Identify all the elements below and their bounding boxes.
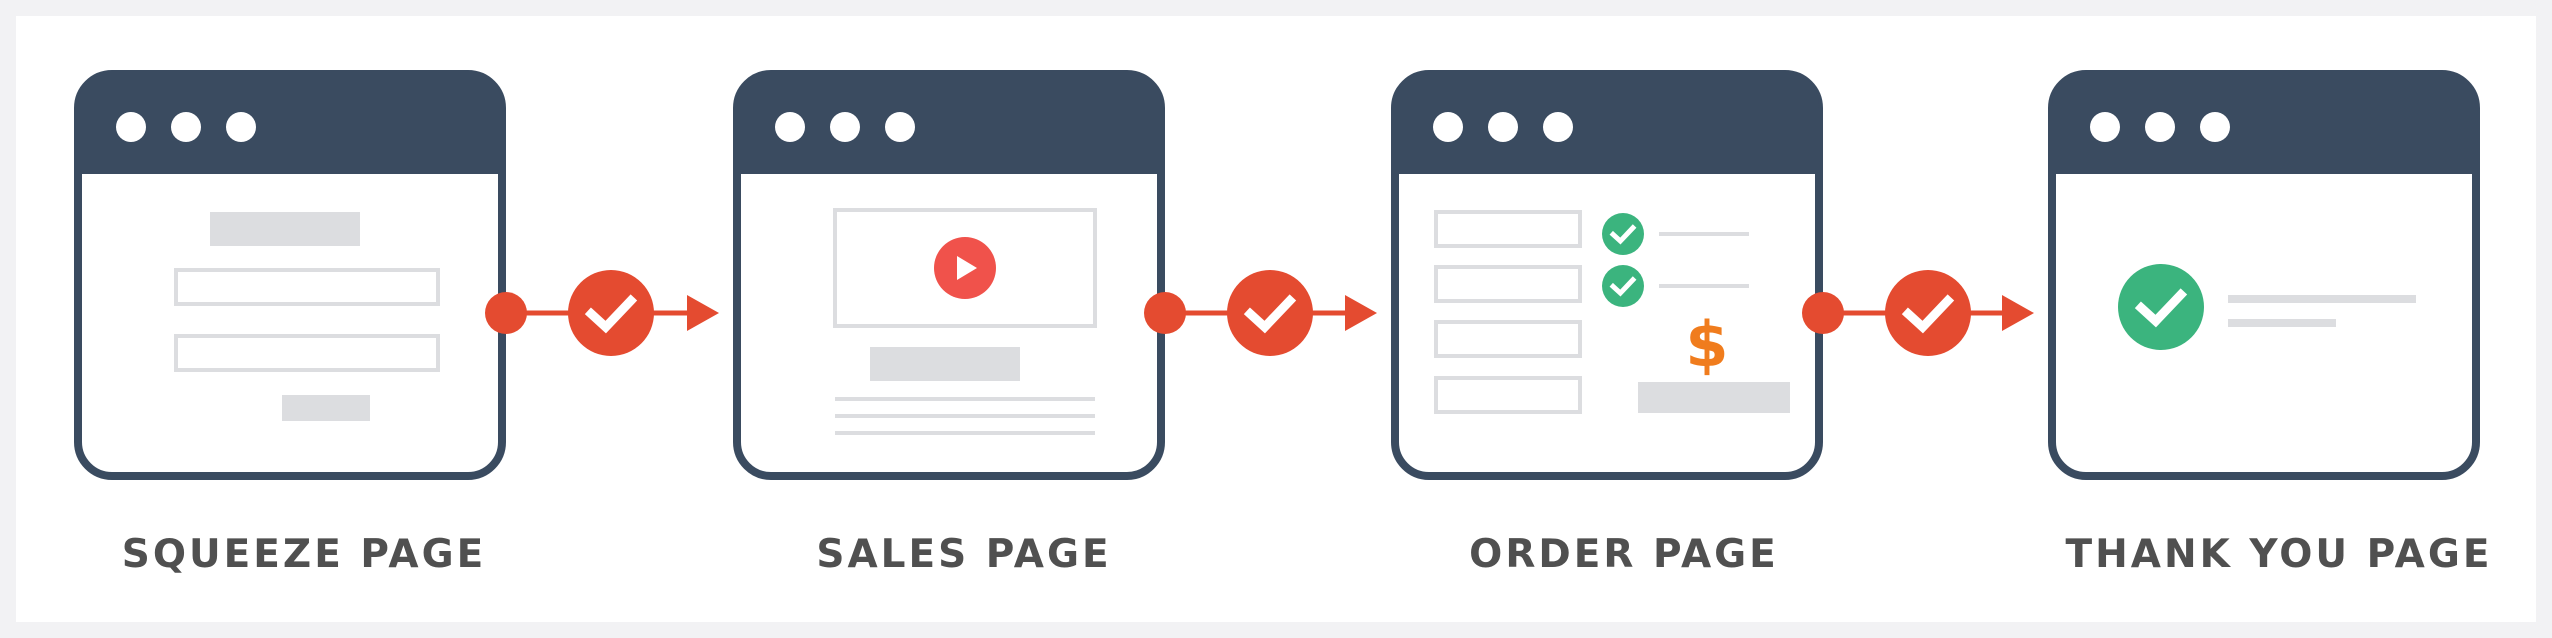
window-dot-icon bbox=[1543, 112, 1573, 142]
check-mark bbox=[1901, 294, 1955, 334]
check-mark bbox=[1243, 294, 1297, 334]
input-placeholder bbox=[174, 268, 440, 306]
check-icon bbox=[1602, 265, 1644, 307]
submit-button-placeholder bbox=[282, 395, 370, 421]
input-placeholder bbox=[174, 334, 440, 372]
check-icon bbox=[2118, 264, 2204, 350]
window-dot-icon bbox=[830, 112, 860, 142]
funnel-arrow bbox=[1802, 270, 2034, 356]
window-dot-icon bbox=[116, 112, 146, 142]
window-title-bar bbox=[2052, 74, 2476, 174]
window-squeeze-page bbox=[74, 70, 506, 480]
form-field-placeholder bbox=[1434, 320, 1582, 358]
window-dot-icon bbox=[171, 112, 201, 142]
text-line-placeholder bbox=[835, 414, 1095, 418]
window-dot-icon bbox=[2200, 112, 2230, 142]
check-icon bbox=[568, 270, 654, 356]
stage-label-thank-you-page: THANK YOU PAGE bbox=[2065, 532, 2493, 577]
window-dot-icon bbox=[885, 112, 915, 142]
pay-button-placeholder bbox=[1638, 382, 1790, 413]
cta-button-placeholder bbox=[870, 347, 1020, 381]
funnel-panel: $ SQUEEZE PAGE SALES PAGE ORDER PAGE THA… bbox=[16, 16, 2536, 622]
window-dot-icon bbox=[1433, 112, 1463, 142]
stage-label-order-page: ORDER PAGE bbox=[1469, 532, 1779, 577]
window-thank-you-page bbox=[2048, 70, 2480, 480]
arrow-start-dot bbox=[485, 292, 527, 334]
check-mark bbox=[1609, 276, 1637, 297]
funnel-diagram: $ bbox=[74, 70, 2480, 480]
window-title-bar bbox=[78, 74, 502, 174]
window-title-bar bbox=[1395, 74, 1819, 174]
check-icon bbox=[1227, 270, 1313, 356]
stage-label-sales-page: SALES PAGE bbox=[816, 532, 1112, 577]
window-order-page: $ bbox=[1391, 70, 1823, 480]
window-title-bar bbox=[737, 74, 1161, 174]
dollar-sign-icon: $ bbox=[1685, 308, 1728, 381]
arrow-start-dot bbox=[1802, 292, 1844, 334]
check-icon bbox=[1885, 270, 1971, 356]
stage-label-squeeze-page: SQUEEZE PAGE bbox=[121, 532, 487, 577]
text-line-placeholder bbox=[835, 397, 1095, 401]
arrow-start-dot bbox=[1144, 292, 1186, 334]
text-line-placeholder bbox=[1659, 284, 1749, 288]
window-sales-page bbox=[733, 70, 1165, 480]
form-field-placeholder bbox=[1434, 210, 1582, 248]
headline-placeholder bbox=[210, 212, 360, 246]
arrow-head-icon bbox=[2002, 295, 2034, 331]
text-line-placeholder bbox=[1659, 232, 1749, 236]
arrow-head-icon bbox=[687, 295, 719, 331]
check-mark bbox=[1609, 224, 1637, 245]
text-line-placeholder bbox=[2228, 295, 2416, 303]
window-dot-icon bbox=[226, 112, 256, 142]
window-dot-icon bbox=[775, 112, 805, 142]
check-mark bbox=[584, 294, 638, 334]
funnel-arrow bbox=[1144, 270, 1377, 356]
check-mark bbox=[2134, 288, 2188, 328]
check-icon bbox=[1602, 213, 1644, 255]
play-triangle-icon bbox=[957, 256, 977, 280]
window-dot-icon bbox=[2090, 112, 2120, 142]
arrow-head-icon bbox=[1345, 295, 1377, 331]
form-field-placeholder bbox=[1434, 265, 1582, 303]
text-line-placeholder bbox=[2228, 319, 2336, 327]
funnel-arrow bbox=[485, 270, 719, 356]
window-dot-icon bbox=[1488, 112, 1518, 142]
window-dot-icon bbox=[2145, 112, 2175, 142]
form-field-placeholder bbox=[1434, 376, 1582, 414]
text-line-placeholder bbox=[835, 431, 1095, 435]
